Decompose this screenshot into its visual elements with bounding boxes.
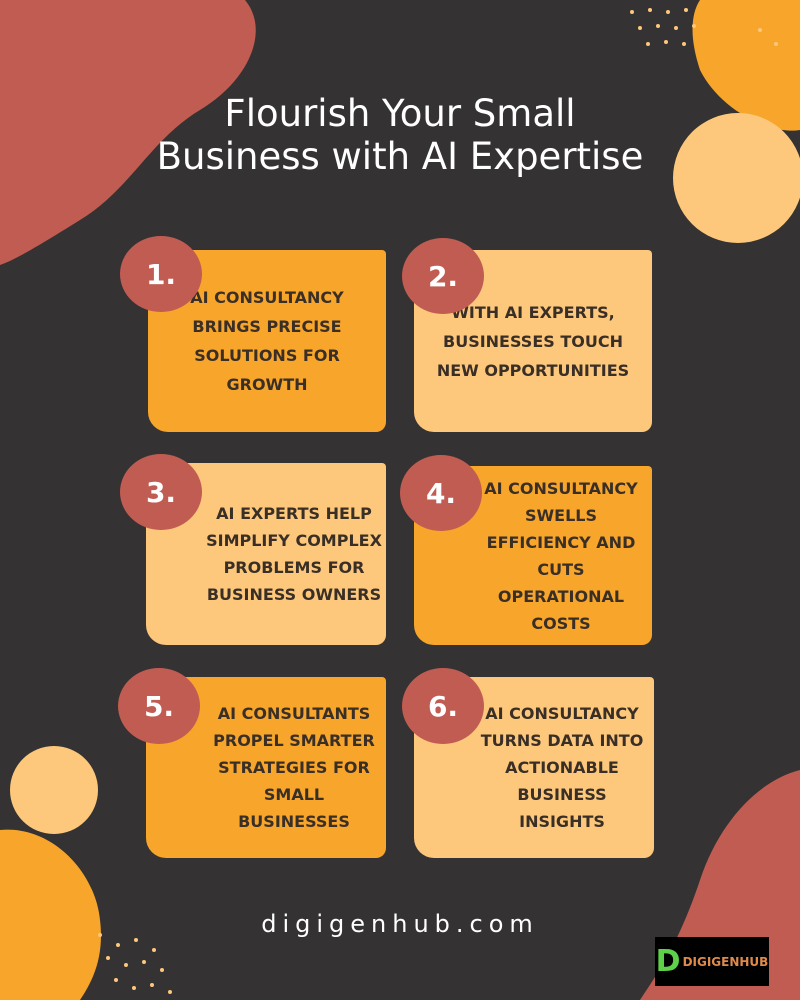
page-title: Flourish Your Small Business with AI Exp…	[156, 92, 644, 178]
item-text: AI CONSULTANCY TURNS DATA INTO ACTIONABL…	[480, 704, 644, 831]
item-number-2: 2.	[402, 238, 484, 314]
top-right-circle	[673, 113, 800, 243]
item-number-6: 6.	[402, 668, 484, 744]
dot-pattern-bottom	[98, 933, 172, 994]
logo-text: DIGIGENHUB	[682, 954, 769, 969]
item-number-3: 3.	[120, 454, 202, 530]
item-text: WITH AI EXPERTS, BUSINESSES TOUCH NEW OP…	[436, 302, 630, 380]
bottom-left-blob	[0, 829, 101, 1000]
dot-pattern-top	[630, 8, 778, 46]
top-right-blob	[692, 0, 800, 131]
bottom-left-circle	[10, 746, 98, 834]
website-url: digigenhub.com	[261, 910, 539, 938]
digigenhub-logo: D DIGIGENHUB	[655, 937, 769, 986]
item-card-1: AI CONSULTANCY BRINGS PRECISE SOLUTIONS …	[148, 250, 386, 432]
item-number-4: 4.	[400, 455, 482, 531]
item-number-5: 5.	[118, 668, 200, 744]
item-text: AI CONSULTANCY BRINGS PRECISE SOLUTIONS …	[190, 288, 344, 394]
item-text: AI EXPERTS HELP SIMPLIFY COMPLEX PROBLEM…	[206, 504, 382, 604]
item-text: AI CONSULTANCY SWELLS EFFICIENCY AND CUT…	[484, 478, 638, 633]
logo-d-icon: D	[655, 944, 681, 979]
top-left-blob	[0, 0, 256, 265]
item-number-1: 1.	[120, 236, 202, 312]
item-text: AI CONSULTANTS PROPEL SMARTER STRATEGIES…	[213, 704, 375, 831]
